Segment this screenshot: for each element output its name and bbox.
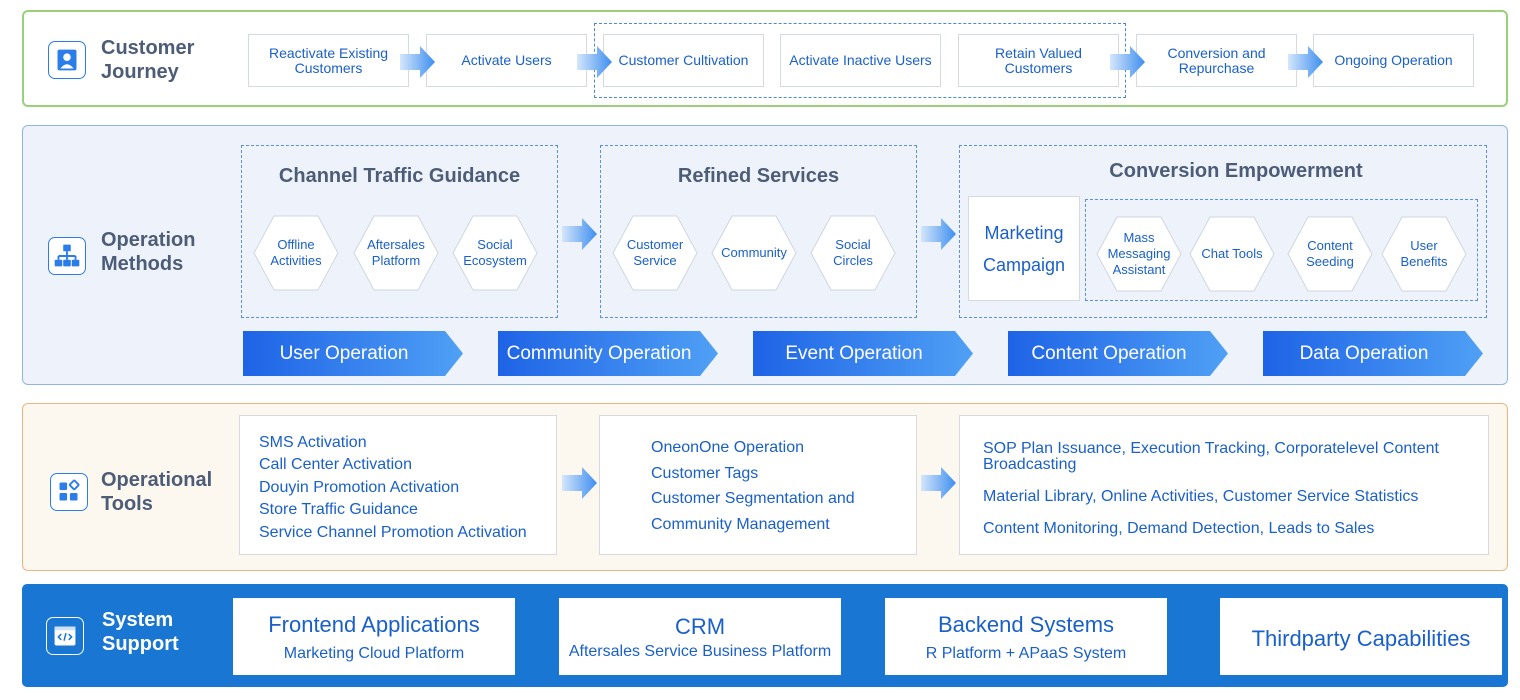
arrow-right-icon <box>562 218 597 250</box>
system-frontend-applications: Frontend Applications Marketing Cloud Pl… <box>233 598 515 675</box>
tool-item: Material Library, Online Activities, Cus… <box>983 488 1419 505</box>
hex-community: Community <box>711 215 797 291</box>
arrow-right-icon <box>1288 46 1323 78</box>
conversion-empowerment-title: Conversion Empowerment <box>1109 160 1363 182</box>
arrow-right-icon <box>921 467 956 499</box>
system-backend-systems: Backend Systems R Platform + APaaS Syste… <box>885 598 1167 675</box>
system-crm: CRM Aftersales Service Business Platform <box>559 598 841 675</box>
tool-item: Customer Segmentation and <box>651 490 855 507</box>
arrow-right-icon <box>1110 46 1145 78</box>
journey-step-activate-users: Activate Users <box>426 34 587 87</box>
tool-item: Douyin Promotion Activation <box>259 479 460 496</box>
tool-item: SMS Activation <box>259 434 367 451</box>
tool-item: Broadcasting <box>983 456 1077 473</box>
channel-traffic-guidance-title: Channel Traffic Guidance <box>278 165 521 187</box>
channel-traffic-guidance-group <box>241 145 558 318</box>
refined-services-group <box>600 145 917 318</box>
operational-tools-title: Operational Tools <box>101 469 213 515</box>
tools-activation-box <box>239 415 557 555</box>
band-event-operation: Event Operation <box>753 331 973 376</box>
tool-item: OneonOne Operation <box>651 439 804 456</box>
tool-item: SOP Plan Issuance, Execution Tracking, C… <box>983 440 1439 457</box>
system-support-title: System Support <box>102 609 179 655</box>
tools-customer-box <box>599 415 917 555</box>
band-user-operation: User Operation <box>243 331 463 376</box>
org-chart-icon <box>48 237 86 275</box>
tool-item: Content Monitoring, Demand Detection, Le… <box>983 520 1375 537</box>
apps-icon <box>50 473 88 511</box>
band-content-operation: Content Operation <box>1008 331 1228 376</box>
conversion-empowerment-group <box>959 145 1487 318</box>
arrow-right-icon <box>921 218 956 250</box>
band-data-operation: Data Operation <box>1263 331 1483 376</box>
tool-item: Community Management <box>651 516 830 533</box>
conversion-tools-subgroup <box>1085 199 1478 301</box>
tool-item: Store Traffic Guidance <box>259 501 418 518</box>
hex-chat-tools: Chat Tools <box>1189 216 1275 292</box>
tool-item: Customer Tags <box>651 465 759 482</box>
customer-journey-title: Customer Journey <box>101 37 195 83</box>
tool-item: Service Channel Promotion Activation <box>259 524 527 541</box>
arrow-right-icon <box>562 467 597 499</box>
system-thirdparty-capabilities: Thirdparty Capabilities <box>1220 598 1502 675</box>
journey-step-customer-cultivation: Customer Cultivation <box>603 34 764 87</box>
journey-step-activate-inactive: Activate Inactive Users <box>780 34 941 87</box>
journey-step-ongoing-operation: Ongoing Operation <box>1313 34 1474 87</box>
operation-methods-title: Operation Methods <box>101 229 196 275</box>
tools-content-box <box>959 415 1489 555</box>
arrow-right-icon <box>577 46 612 78</box>
tool-item: Call Center Activation <box>259 456 412 473</box>
code-window-icon <box>46 617 84 655</box>
user-icon <box>48 41 86 79</box>
band-community-operation: Community Operation <box>498 331 718 376</box>
arrow-right-icon <box>400 46 435 78</box>
refined-services-title: Refined Services <box>677 165 840 187</box>
